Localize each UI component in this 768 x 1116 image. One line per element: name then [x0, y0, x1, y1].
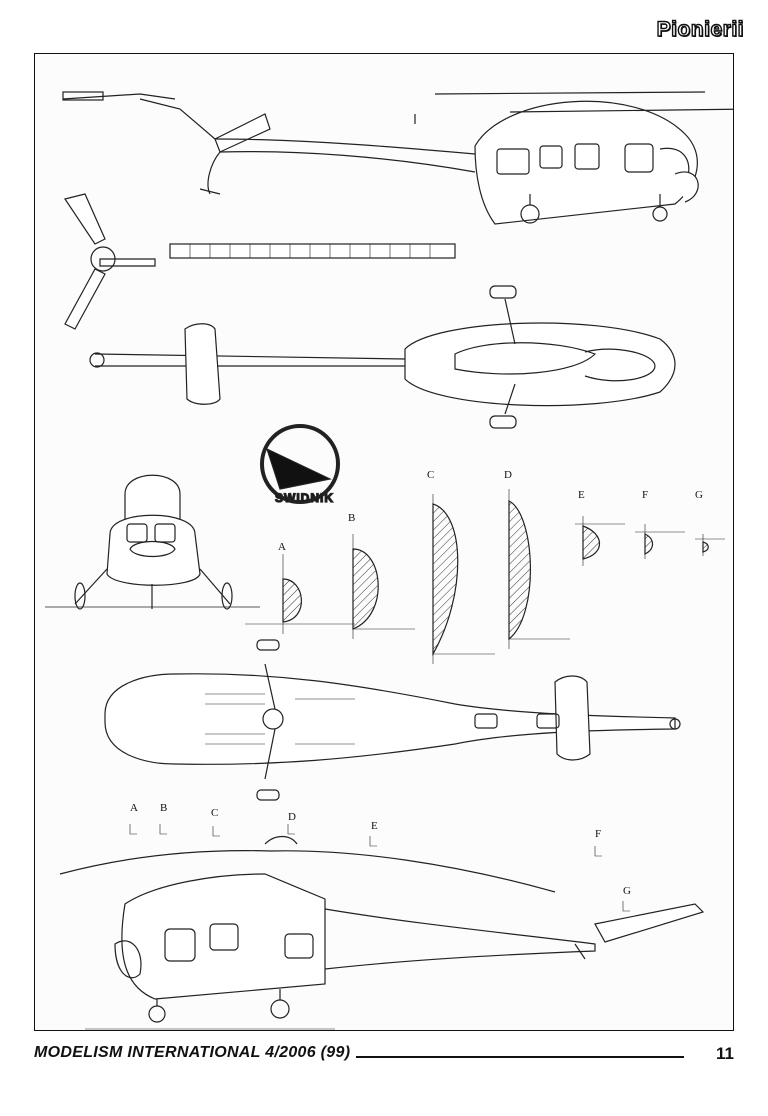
swidnik-logo	[260, 424, 340, 504]
section-label-d: D	[504, 469, 512, 481]
section-label-g: G	[695, 489, 703, 501]
blueprint-frame: SWIDNIK	[34, 53, 734, 1031]
side-marker-a: A	[130, 802, 138, 814]
side-view-top	[62, 91, 733, 225]
footer-rule	[334, 1056, 684, 1058]
section-label-b: B	[348, 512, 355, 524]
front-view	[45, 474, 260, 610]
footer-magazine-title: MODELISM INTERNATIONAL 4/2006 (99)	[34, 1044, 357, 1062]
side-marker-d: D	[288, 811, 296, 823]
side-marker-g: G	[623, 885, 631, 897]
side-marker-e: E	[371, 820, 378, 832]
helicopter-drawings: SWIDNIK	[45, 91, 733, 1030]
side-marker-b: B	[160, 802, 167, 814]
rotor-blade-plan	[64, 193, 456, 330]
section-label-f: F	[642, 489, 648, 501]
cross-sections	[245, 489, 725, 664]
section-label-a: A	[278, 541, 286, 553]
section-label-e: E	[578, 489, 585, 501]
side-marker-f: F	[595, 828, 601, 840]
page-footer: MODELISM INTERNATIONAL 4/2006 (99) 11	[34, 1044, 734, 1070]
side-section-ticks	[129, 824, 630, 912]
side-view-bottom	[59, 835, 705, 1030]
header-title: Pionierii	[656, 17, 744, 41]
belly-view	[104, 639, 681, 801]
section-label-c: C	[427, 469, 434, 481]
page-number: 11	[710, 1044, 734, 1064]
plan-view	[89, 285, 676, 429]
logo-text: SWIDNIK	[275, 491, 334, 505]
side-marker-c: C	[211, 807, 218, 819]
